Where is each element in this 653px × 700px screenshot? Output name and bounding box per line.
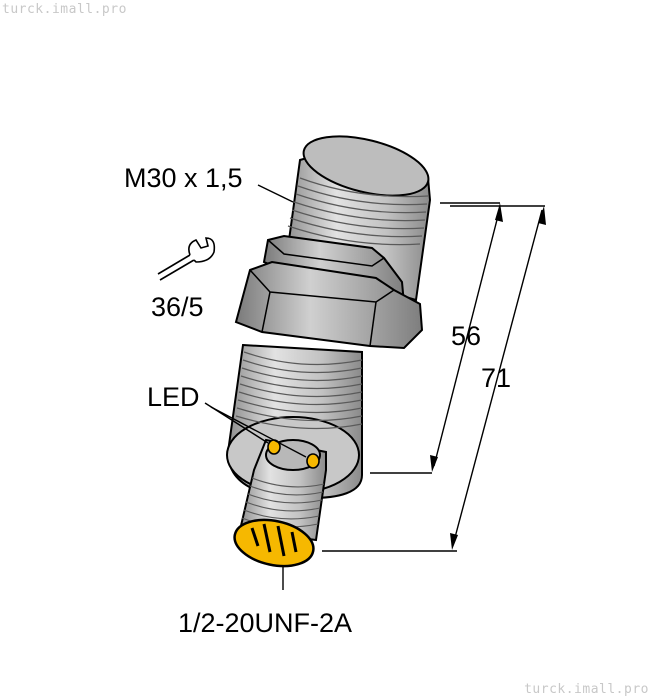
dimension-56-label: 56 (451, 321, 481, 351)
connector-thread-label: 1/2-20UNF-2A (178, 608, 352, 638)
led-label: LED (147, 382, 200, 412)
watermark-top: turck.imall.pro (2, 2, 127, 17)
connector (233, 438, 327, 568)
sensor-body (226, 135, 432, 500)
dimension-lines (322, 202, 545, 552)
wrench-size-label: 36/5 (151, 292, 204, 322)
upper-thread-grooves (287, 177, 429, 246)
watermark-bottom: turck.imall.pro (524, 682, 649, 697)
dimension-arrows (430, 203, 546, 550)
connector-pins (250, 523, 298, 557)
leader-lines (204, 184, 307, 590)
thread-label: M30 x 1,5 (124, 163, 243, 193)
wrench-icon (157, 237, 216, 281)
led-2 (306, 453, 320, 469)
lower-thread-grooves (235, 351, 363, 430)
dimension-71-label: 71 (481, 363, 511, 393)
